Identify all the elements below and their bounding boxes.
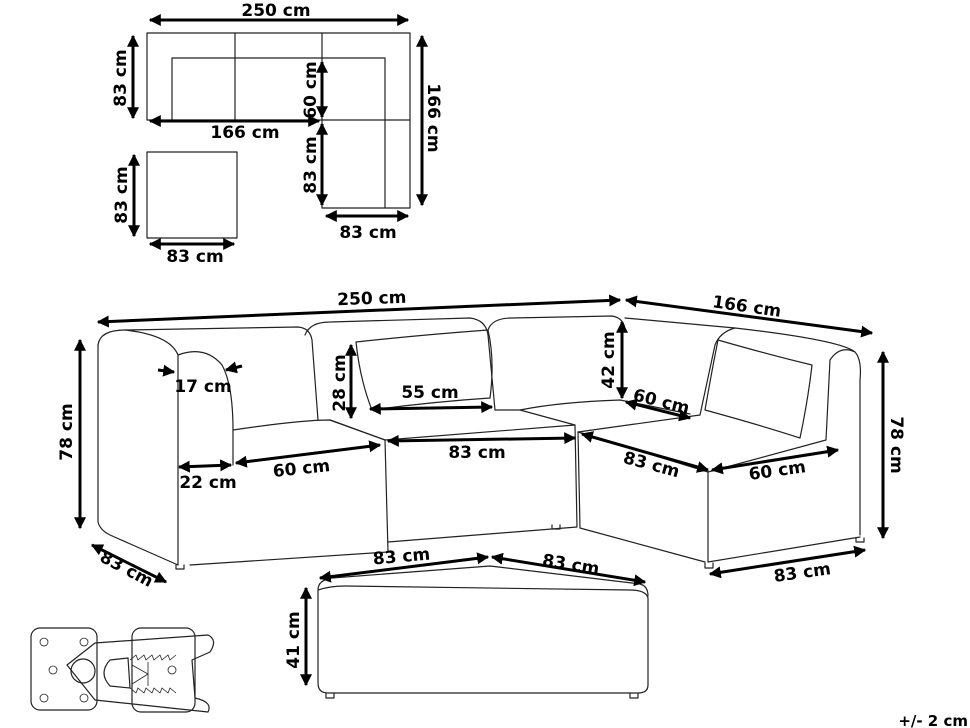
persp-back-height-label: 42 cm: [599, 331, 619, 388]
persp-pillow-width-label: 55 cm: [401, 383, 458, 403]
plan-view: 250 cm 83 cm 166 cm 60 cm 83 cm 166 cm 8…: [111, 1, 443, 267]
ottoman-perspective: [317, 565, 649, 699]
sofa-feet: [175, 524, 865, 570]
tolerance-note: +/- 2 cm: [898, 712, 968, 728]
plan-166-label: 166 cm: [210, 123, 279, 143]
persp-corner-depth-label: 60 cm: [631, 386, 692, 419]
plan-corner-depth-label: 83 cm: [301, 136, 321, 193]
dimension-arrow: [90, 543, 168, 584]
left-module-back: [97, 326, 313, 346]
corner-module-back: [487, 315, 626, 331]
dimension-arrow: [710, 445, 840, 475]
ottoman-height-label: 41 cm: [284, 611, 304, 668]
persp-depth-left-label: 83 cm: [96, 547, 156, 592]
dimension-arrow: [177, 459, 233, 473]
persp-right-depth-label: 60 cm: [748, 457, 808, 485]
perspective-dimensions: 250 cm 166 cm 78 cm 78 cm 17 cm 28 cm 55…: [57, 288, 968, 728]
left-arm-front: [124, 329, 179, 566]
dimension-arrow: [234, 440, 382, 468]
connector-clip-icon: [30, 627, 215, 713]
left-arm-inner: [177, 351, 234, 466]
dimension-arrow: [368, 401, 494, 415]
plan-inner-depth-label: 60 cm: [301, 61, 321, 118]
persp-seat-depth-left-label: 60 cm: [272, 456, 331, 482]
dimension-arrow: [624, 398, 692, 422]
middle-seat: [329, 409, 576, 441]
dimension-arrow: [157, 364, 176, 377]
left-back-edge: [311, 339, 319, 421]
plan-ottoman-depth-label: 83 cm: [112, 166, 132, 223]
plan-ottoman: [146, 151, 238, 239]
dimension-arrow: [96, 294, 622, 328]
dimension-arrow: [318, 552, 490, 583]
dimension-arrow: [490, 552, 647, 587]
corner-seat: [519, 399, 691, 415]
right-pillow: [704, 339, 813, 439]
plan-width-label: 250 cm: [241, 1, 310, 21]
dimension-arrow: [386, 432, 577, 447]
right-arm-inner: [707, 349, 856, 473]
right-module-back: [624, 317, 862, 536]
persp-height-left-label: 78 cm: [57, 403, 77, 460]
persp-arm-thickness-label: 17 cm: [174, 377, 231, 397]
left-arm-side: [97, 344, 179, 566]
plan-outline: [146, 32, 411, 209]
ottoman-width-label: 83 cm: [372, 545, 431, 570]
plan-166-vertical-label: 166 cm: [423, 83, 443, 152]
persp-pillow-height-label: 28 cm: [330, 354, 350, 411]
dimension-arrow: [624, 295, 874, 338]
screw-icons: [39, 637, 177, 703]
plan-corner-width-label: 83 cm: [339, 223, 396, 243]
plan-ottoman-width-label: 83 cm: [166, 247, 223, 267]
middle-front: [387, 424, 578, 543]
persp-middle-width-label: 83 cm: [448, 443, 505, 463]
persp-height-right-label: 78 cm: [886, 416, 906, 473]
ottoman-depth-label: 83 cm: [541, 551, 601, 580]
dimension-arrow: [708, 545, 867, 579]
ottoman-top: [317, 565, 649, 597]
dimension-arrow: [224, 361, 243, 374]
middle-pillow: [355, 329, 493, 411]
dimension-arrow: [580, 431, 710, 473]
plan-back-line: [171, 57, 386, 121]
plan-depth-label: 83 cm: [111, 49, 131, 106]
right-seat-side: [577, 431, 706, 563]
right-seat-front: [577, 431, 861, 563]
ottoman-front: [317, 585, 649, 694]
persp-width-label: 250 cm: [337, 288, 407, 310]
persp-arm-width-label: 22 cm: [179, 473, 236, 493]
ottoman-feet: [325, 692, 639, 699]
